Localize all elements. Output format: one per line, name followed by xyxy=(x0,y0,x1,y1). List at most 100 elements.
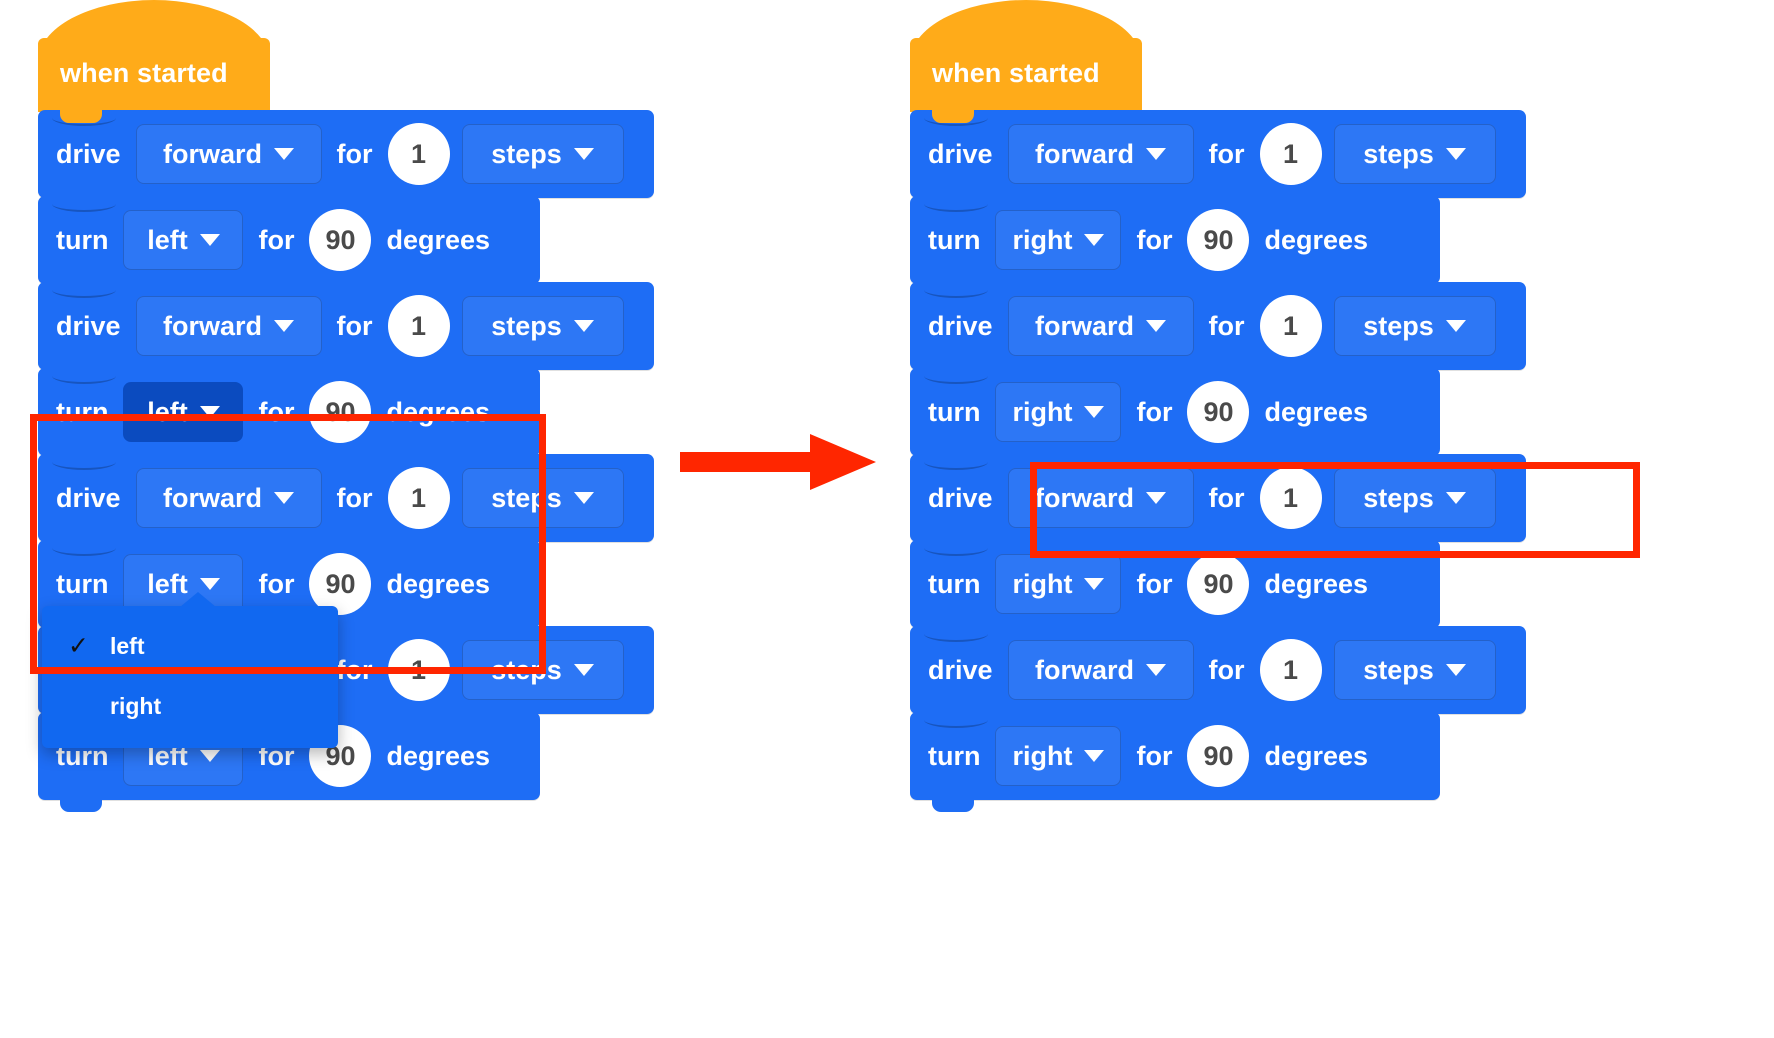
chevron-down-icon xyxy=(199,406,220,418)
amount-input-r1[interactable]: 1 xyxy=(1259,123,1322,185)
amount-input-l5[interactable]: 1 xyxy=(387,467,450,529)
block-drive-r3[interactable]: drive forward for 1 steps xyxy=(910,282,1526,370)
direction-dropdown-r4[interactable]: right xyxy=(995,382,1122,442)
hat-block-label: when started xyxy=(60,58,228,88)
unit-dropdown-value: steps xyxy=(491,654,562,685)
block-for-label: for xyxy=(1208,310,1245,341)
block-notch xyxy=(52,196,116,212)
amount-value: 90 xyxy=(1203,224,1234,255)
hat-body-shape xyxy=(910,38,1142,112)
direction-dropdown-r5[interactable]: forward xyxy=(1007,468,1194,528)
direction-dropdown-r2[interactable]: right xyxy=(995,210,1122,270)
unit-dropdown-value: steps xyxy=(491,482,562,513)
block-turn-l2[interactable]: turn left for 90 degrees xyxy=(38,196,540,284)
direction-dropdown-l1[interactable]: forward xyxy=(135,124,322,184)
chevron-down-icon xyxy=(274,492,295,504)
right-program-stack: when started drive forward for 1 steps t… xyxy=(910,0,1526,812)
amount-value: 1 xyxy=(411,482,427,513)
hat-body-shape xyxy=(38,38,270,112)
direction-dropdown-l2[interactable]: left xyxy=(123,210,244,270)
amount-value: 1 xyxy=(1283,654,1299,685)
direction-dropdown-value: right xyxy=(1012,740,1073,771)
amount-input-r2[interactable]: 90 xyxy=(1187,209,1250,271)
block-notch xyxy=(924,282,988,298)
amount-input-l1[interactable]: 1 xyxy=(387,123,450,185)
amount-value: 1 xyxy=(1283,310,1299,341)
hat-block-when-started-right[interactable]: when started xyxy=(910,0,1142,123)
direction-dropdown-l5[interactable]: forward xyxy=(135,468,322,528)
direction-dropdown-l6[interactable]: left xyxy=(123,554,244,614)
amount-input-l6[interactable]: 90 xyxy=(309,553,372,615)
amount-input-r6[interactable]: 90 xyxy=(1187,553,1250,615)
chevron-down-icon xyxy=(1146,664,1167,676)
block-verb-label: turn xyxy=(928,224,981,255)
unit-dropdown-r7[interactable]: steps xyxy=(1333,640,1496,700)
unit-label-r4: degrees xyxy=(1264,396,1369,427)
block-drive-r5[interactable]: drive forward for 1 steps xyxy=(910,454,1526,542)
block-for-label: for xyxy=(336,482,373,513)
block-drive-r7[interactable]: drive forward for 1 steps xyxy=(910,626,1526,714)
direction-dropdown-value: forward xyxy=(1035,482,1135,513)
block-turn-r8[interactable]: turn right for 90 degrees xyxy=(910,712,1440,812)
amount-value: 1 xyxy=(1283,482,1299,513)
block-drive-l5[interactable]: drive forward for 1 steps xyxy=(38,454,654,542)
block-turn-r6[interactable]: turn right for 90 degrees xyxy=(910,540,1440,628)
amount-input-r5[interactable]: 1 xyxy=(1259,467,1322,529)
block-verb-label: drive xyxy=(56,482,121,513)
unit-dropdown-l5[interactable]: steps xyxy=(461,468,624,528)
direction-dropdown-l4-open[interactable]: left xyxy=(123,382,244,442)
unit-label-l8: degrees xyxy=(386,740,491,771)
block-turn-r4-highlighted[interactable]: turn right for 90 degrees xyxy=(910,368,1440,456)
hat-block-when-started-left[interactable]: when started xyxy=(38,0,270,123)
direction-dropdown-r3[interactable]: forward xyxy=(1007,296,1194,356)
block-turn-r2[interactable]: turn right for 90 degrees xyxy=(910,196,1440,284)
direction-dropdown-value: forward xyxy=(1035,654,1135,685)
chevron-down-icon xyxy=(1146,148,1167,160)
chevron-down-icon xyxy=(274,320,295,332)
chevron-down-icon xyxy=(573,664,594,676)
unit-dropdown-l7[interactable]: steps xyxy=(461,640,624,700)
block-notch xyxy=(924,454,988,470)
direction-dropdown-r1[interactable]: forward xyxy=(1007,124,1194,184)
amount-input-l3[interactable]: 1 xyxy=(387,295,450,357)
direction-dropdown-menu[interactable]: ✓ left right xyxy=(42,592,338,748)
amount-value: 90 xyxy=(1203,396,1234,427)
block-notch xyxy=(52,368,116,384)
unit-dropdown-l1[interactable]: steps xyxy=(461,124,624,184)
block-drive-r1[interactable]: drive forward for 1 steps xyxy=(910,110,1526,198)
amount-input-r8[interactable]: 90 xyxy=(1187,725,1250,787)
amount-input-r4[interactable]: 90 xyxy=(1187,381,1250,443)
unit-label-l2: degrees xyxy=(386,224,491,255)
unit-label-r8: degrees xyxy=(1264,740,1369,771)
dropdown-option-label: right xyxy=(110,692,162,719)
unit-dropdown-l3[interactable]: steps xyxy=(461,296,624,356)
amount-input-l7[interactable]: 1 xyxy=(387,639,450,701)
block-verb-label: turn xyxy=(928,396,981,427)
amount-input-r3[interactable]: 1 xyxy=(1259,295,1322,357)
chevron-down-icon xyxy=(573,148,594,160)
hat-block-label: when started xyxy=(932,58,1100,88)
block-turn-l4-selected[interactable]: turn left for 90 degrees xyxy=(38,368,540,456)
unit-dropdown-r3[interactable]: steps xyxy=(1333,296,1496,356)
amount-value: 1 xyxy=(411,310,427,341)
direction-dropdown-value: forward xyxy=(163,310,263,341)
direction-dropdown-r7[interactable]: forward xyxy=(1007,640,1194,700)
amount-input-l4[interactable]: 90 xyxy=(309,381,372,443)
chevron-down-icon xyxy=(1084,234,1105,246)
amount-input-r7[interactable]: 1 xyxy=(1259,639,1322,701)
unit-dropdown-r1[interactable]: steps xyxy=(1333,124,1496,184)
direction-dropdown-l3[interactable]: forward xyxy=(135,296,322,356)
chevron-down-icon xyxy=(573,492,594,504)
unit-dropdown-r5[interactable]: steps xyxy=(1333,468,1496,528)
direction-dropdown-value: forward xyxy=(1035,310,1135,341)
dropdown-option-left[interactable]: ✓ left xyxy=(42,616,338,676)
chevron-down-icon xyxy=(1084,406,1105,418)
direction-dropdown-r8[interactable]: right xyxy=(995,726,1122,786)
dropdown-option-right[interactable]: right xyxy=(42,676,338,736)
amount-input-l2[interactable]: 90 xyxy=(309,209,372,271)
block-for-label: for xyxy=(1136,396,1173,427)
block-drive-l1[interactable]: drive forward for 1 steps xyxy=(38,110,654,198)
block-drive-l3[interactable]: drive forward for 1 steps xyxy=(38,282,654,370)
direction-dropdown-r6[interactable]: right xyxy=(995,554,1122,614)
